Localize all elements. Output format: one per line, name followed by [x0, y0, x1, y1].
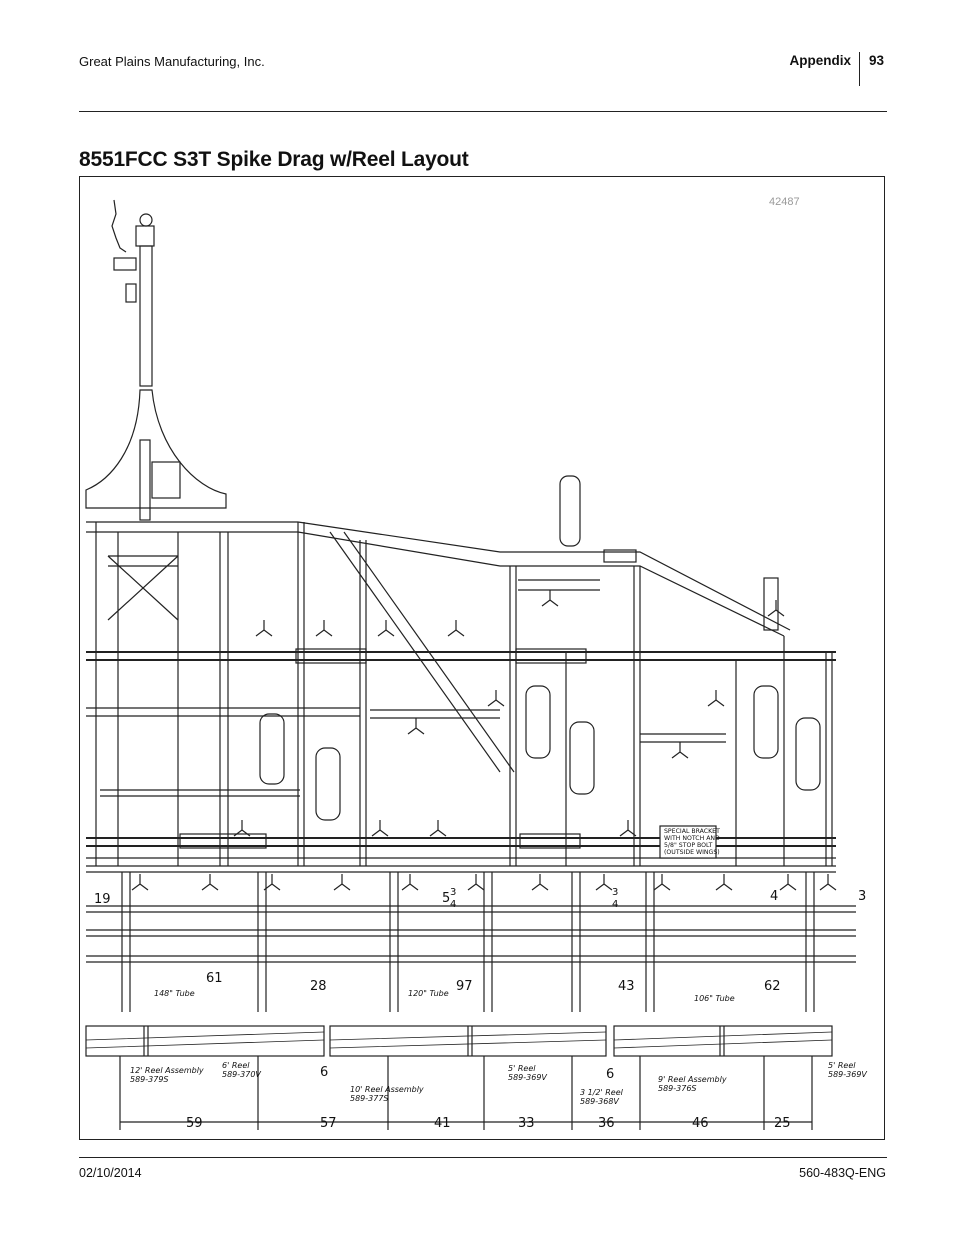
- tube-label: 120" Tube: [408, 989, 449, 998]
- page-title: 8551FCC S3T Spike Drag w/Reel Layout: [79, 148, 469, 171]
- note-text: SPECIAL BRACKET WITH NOTCH AND 5/8" STOP…: [664, 828, 720, 856]
- dimension-value: 57: [320, 1116, 337, 1131]
- reel-part: 589-369V: [828, 1070, 867, 1079]
- dimension-value: 6: [606, 1067, 614, 1082]
- layout-drawing: SPECIAL BRACKET WITH NOTCH AND 5/8" STOP…: [85, 199, 867, 1131]
- dimension-value: 43: [618, 979, 635, 994]
- figure-number: 42487: [769, 196, 800, 208]
- reel-label: 9' Reel Assembly: [658, 1075, 727, 1084]
- reel-part: 589-368V: [580, 1097, 619, 1106]
- reel-label: 5' Reel: [508, 1064, 536, 1073]
- dimension-value: 3: [858, 889, 866, 904]
- dimension-fraction: 3: [450, 887, 456, 898]
- dimension-value: 6: [320, 1065, 328, 1080]
- dimension-value: 61: [206, 971, 223, 986]
- footer-rule: [79, 1157, 887, 1158]
- dimension-value: 4: [770, 889, 778, 904]
- figure-frame: [79, 176, 885, 1140]
- dimension-value: 62: [764, 979, 781, 994]
- hitch-frame: [85, 389, 227, 509]
- dimension-value: 46: [692, 1116, 709, 1131]
- tube-label: 148" Tube: [154, 989, 195, 998]
- dimension-value: 28: [310, 979, 327, 994]
- header-rule: [79, 111, 887, 112]
- dimension-fraction: 4: [450, 899, 456, 910]
- dimension-value: 41: [434, 1116, 451, 1131]
- reel-label: 6' Reel: [222, 1061, 250, 1070]
- company-name: Great Plains Manufacturing, Inc.: [79, 54, 265, 69]
- reel-part: 589-377S: [350, 1094, 389, 1103]
- note-line: 5/8" STOP BOLT: [664, 842, 713, 849]
- dimension-value: 5: [442, 891, 450, 906]
- dimension-value: 33: [518, 1116, 535, 1131]
- reel-label: 12' Reel Assembly: [130, 1066, 204, 1075]
- footer-doc-number: 560-483Q-ENG: [799, 1166, 886, 1180]
- dimension-value: 25: [774, 1116, 791, 1131]
- dimension-fraction: 4: [612, 899, 618, 910]
- reel-part: 589-369V: [508, 1073, 547, 1082]
- spike-teeth: [131, 590, 837, 891]
- reel-label: 10' Reel Assembly: [350, 1085, 424, 1094]
- dimension-fraction: 3: [612, 887, 618, 898]
- note-line: (OUTSIDE WINGS): [664, 849, 720, 856]
- page-number: 93: [869, 53, 885, 68]
- header-divider: [859, 52, 860, 86]
- note-line: WITH NOTCH AND: [664, 835, 720, 842]
- footer-date: 02/10/2014: [79, 1166, 142, 1180]
- reel-part: 589-370V: [222, 1070, 261, 1079]
- tube-label: 106" Tube: [694, 994, 735, 1003]
- reel-label: 5' Reel: [828, 1061, 856, 1070]
- dimension-value: 97: [456, 979, 473, 994]
- dimension-value: 19: [94, 892, 111, 907]
- reel-part: 589-379S: [130, 1075, 169, 1084]
- dimension-value: 59: [186, 1116, 203, 1131]
- note-line: SPECIAL BRACKET: [664, 828, 720, 835]
- note-box: [659, 825, 717, 859]
- hitch-chain: [111, 199, 127, 253]
- dimension-value: 36: [598, 1116, 615, 1131]
- reel-label: 3 1/2' Reel: [580, 1088, 624, 1097]
- reel-part: 589-376S: [658, 1084, 697, 1093]
- section-label: Appendix: [789, 53, 851, 68]
